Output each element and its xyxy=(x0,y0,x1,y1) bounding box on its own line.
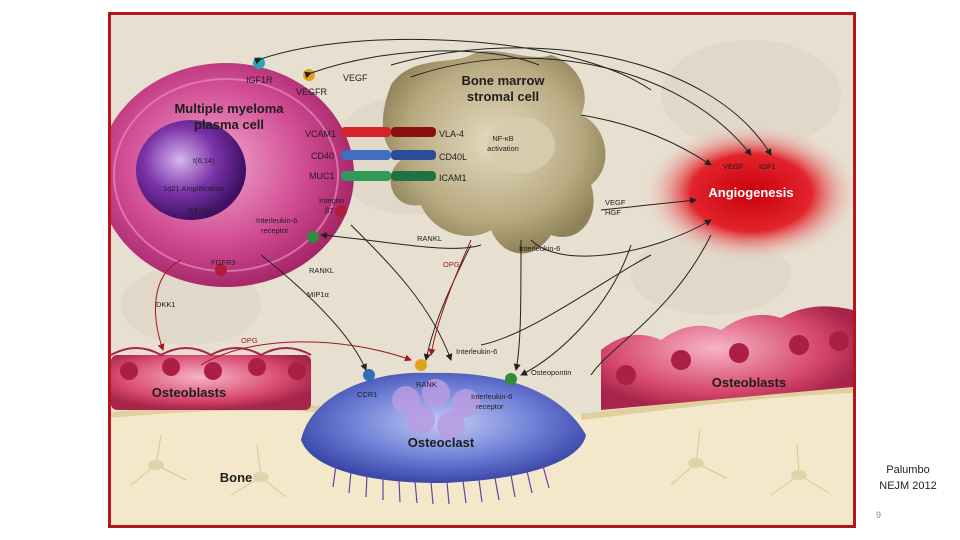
label-igf1r: IGF1R xyxy=(246,75,273,85)
label-vegf-top: VEGF xyxy=(343,73,368,83)
label-opg-left: OPG xyxy=(241,336,258,345)
osteoblasts-right xyxy=(601,306,853,410)
label-vcam1: VCAM1 xyxy=(305,129,336,139)
osteoclast-cell xyxy=(301,372,586,505)
page-number: 9 xyxy=(876,510,882,520)
citation: Palumbo NEJM 2012 xyxy=(868,462,948,494)
label-vla4: VLA-4 xyxy=(439,129,464,139)
label-cd40: CD40 xyxy=(311,151,334,161)
label-cd40l: CD40L xyxy=(439,152,467,162)
receptors xyxy=(215,57,517,385)
citation-author: Palumbo xyxy=(886,464,930,476)
label-ccr1: CCR1 xyxy=(357,390,377,399)
label-muc1: MUC1 xyxy=(309,171,335,181)
label-rankl-left: RANKL xyxy=(309,266,334,275)
myeloma-nucleus xyxy=(136,120,246,220)
label-icam1: ICAM1 xyxy=(439,173,467,183)
bone-label: Bone xyxy=(220,470,253,485)
label-vegfr: VEGFR xyxy=(296,87,328,97)
angiogenesis-glow xyxy=(641,123,853,263)
label-dkk1: DKK1 xyxy=(156,300,176,309)
stromal-cell xyxy=(382,51,606,254)
signal-arrows xyxy=(254,38,772,376)
label-1q21: 1q21 Amplification xyxy=(163,184,224,193)
label-osteopontin: Osteopontin xyxy=(531,368,571,377)
label-t614: t(6;14) xyxy=(193,156,215,165)
label-igf1: IGF1 xyxy=(759,162,776,171)
label-il6-bottom: Interleukin-6 xyxy=(456,347,497,356)
label-t414: t(4;14) xyxy=(189,206,211,215)
citation-journal: NEJM 2012 xyxy=(879,480,937,492)
osteoblasts-left-label: Osteoblasts xyxy=(152,385,226,400)
osteoblasts-right-label: Osteoblasts xyxy=(712,375,786,390)
myeloma-cell xyxy=(111,63,354,287)
adhesion-pairs xyxy=(341,127,436,181)
label-rankl-right: RANKL xyxy=(417,234,442,243)
label-il6-right: Interleukin-6 xyxy=(519,244,560,253)
inhibition-arrows xyxy=(155,239,472,366)
angiogenesis-label: Angiogenesis xyxy=(708,185,793,200)
label-vegf-right: VEGF xyxy=(723,162,744,171)
osteoblasts-left xyxy=(111,347,312,410)
osteoclast-label: Osteoclast xyxy=(408,435,475,450)
label-mip1a: MIP1α xyxy=(307,290,330,299)
label-fgfr3: FGFR3 xyxy=(211,258,236,267)
label-opg-center: OPG xyxy=(443,260,460,269)
label-rank: RANK xyxy=(416,380,437,389)
